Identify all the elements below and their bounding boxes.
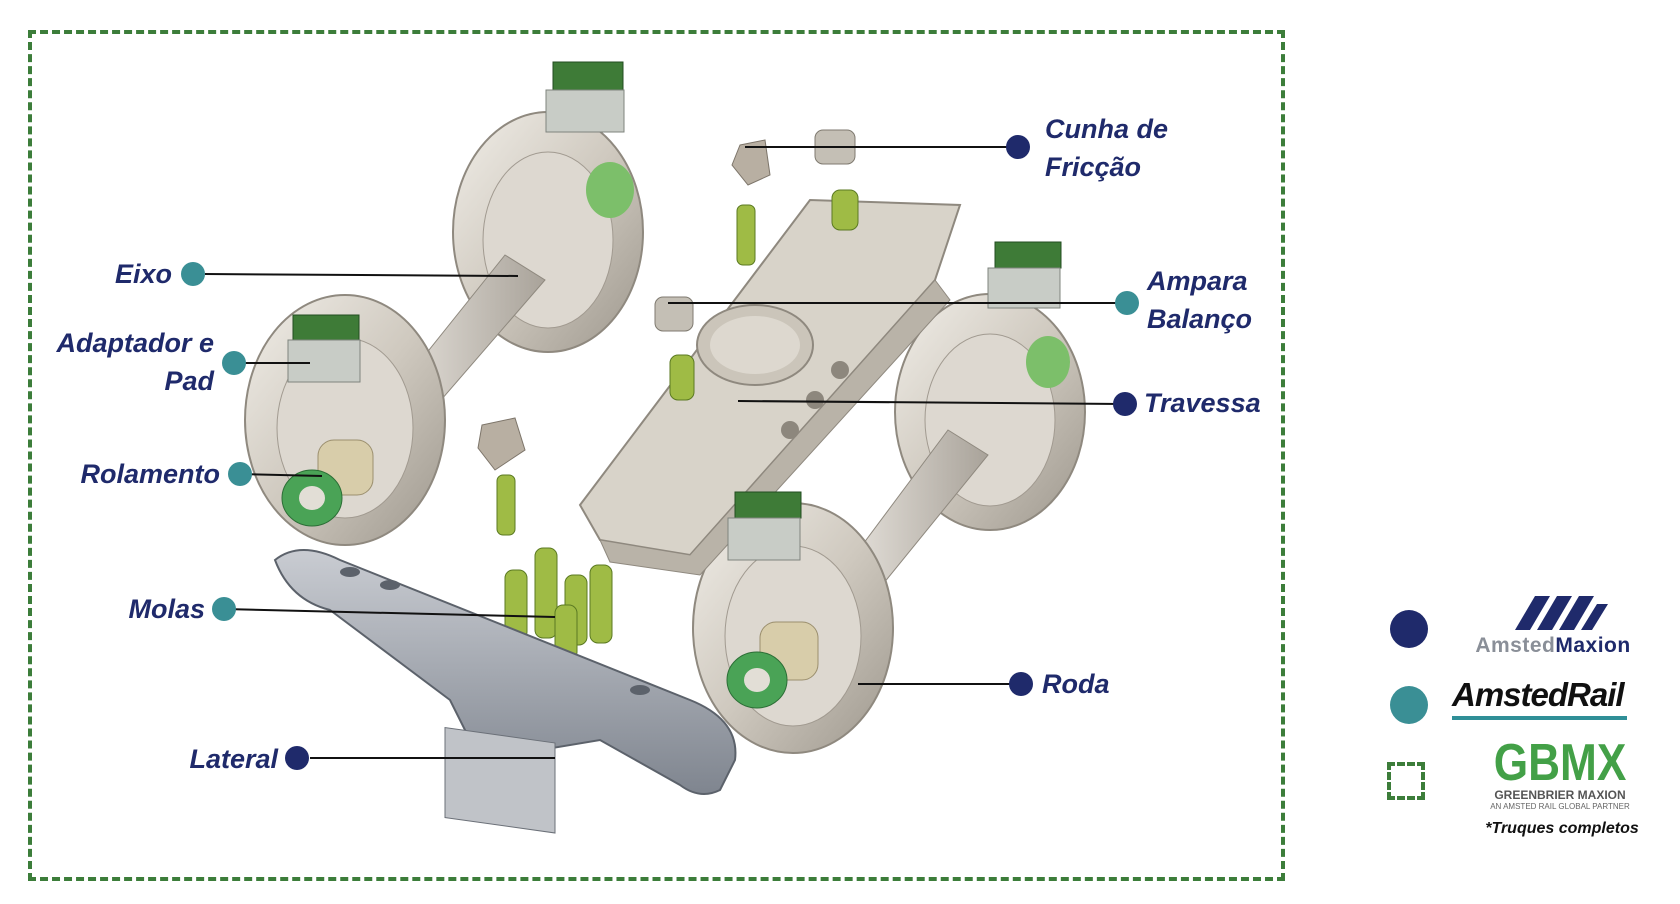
amsted-rail-logo-text: AmstedRail xyxy=(1452,676,1625,713)
adapters xyxy=(287,61,1062,561)
legend-dashed-box xyxy=(1387,762,1425,800)
friction-wedges xyxy=(477,139,771,471)
gbmx-logo-tagline: AN AMSTED RAIL GLOBAL PARTNER xyxy=(1490,802,1630,811)
label-cunha-de-friccao: Cunha de Fricção xyxy=(1045,110,1168,186)
side-bearings xyxy=(654,129,856,332)
amsted-rail-logo-underline xyxy=(1452,716,1627,720)
label-ampara-balanco: Ampara Balanço xyxy=(1147,262,1252,338)
amsted-rail-logo: AmstedRail xyxy=(1452,676,1652,720)
gbmx-logo-subtitle: GREENBRIER MAXION xyxy=(1494,788,1626,802)
legend-dot-navy xyxy=(1390,610,1428,648)
dashed-frame xyxy=(28,30,1285,881)
gbmx-logo: GBMX GREENBRIER MAXION AN AMSTED RAIL GL… xyxy=(1470,734,1650,812)
label-rolamento: Rolamento xyxy=(80,459,220,489)
label-cunha-line1: Cunha de xyxy=(1045,114,1169,144)
label-roda: Roda xyxy=(1042,669,1110,699)
label-ampara-line2: Balanço xyxy=(1147,304,1253,334)
label-ampara-line1: Ampara xyxy=(1147,266,1248,296)
amsted-maxion-logo: AmstedMaxion xyxy=(1448,596,1658,658)
gbmx-logo-text: GBMX xyxy=(1493,734,1627,792)
bolster xyxy=(578,198,962,576)
amsted-maxion-logo-mark xyxy=(1515,596,1608,630)
label-lateral: Lateral xyxy=(189,744,278,774)
legend-dot-teal xyxy=(1390,686,1428,724)
label-cunha-line2: Fricção xyxy=(1045,152,1142,182)
amsted-maxion-logo-part-a: Amsted xyxy=(1475,634,1556,657)
label-adaptador-e-pad: Adaptador e Pad xyxy=(30,324,214,400)
label-travessa: Travessa xyxy=(1144,388,1261,418)
label-adaptador-line1: Adaptador e xyxy=(56,328,214,358)
right-wheelset xyxy=(692,293,1086,754)
legend-note: *Truques completos xyxy=(1485,820,1639,837)
leader-dots xyxy=(181,135,1139,770)
springs xyxy=(496,189,859,661)
left-wheelset xyxy=(244,111,644,546)
side-frame xyxy=(273,549,737,834)
label-molas: Molas xyxy=(128,594,205,624)
amsted-maxion-logo-part-b: Maxion xyxy=(1555,634,1631,657)
leader-lines xyxy=(204,146,1125,759)
label-adaptador-line2: Pad xyxy=(164,366,214,396)
label-eixo: Eixo xyxy=(114,259,172,289)
